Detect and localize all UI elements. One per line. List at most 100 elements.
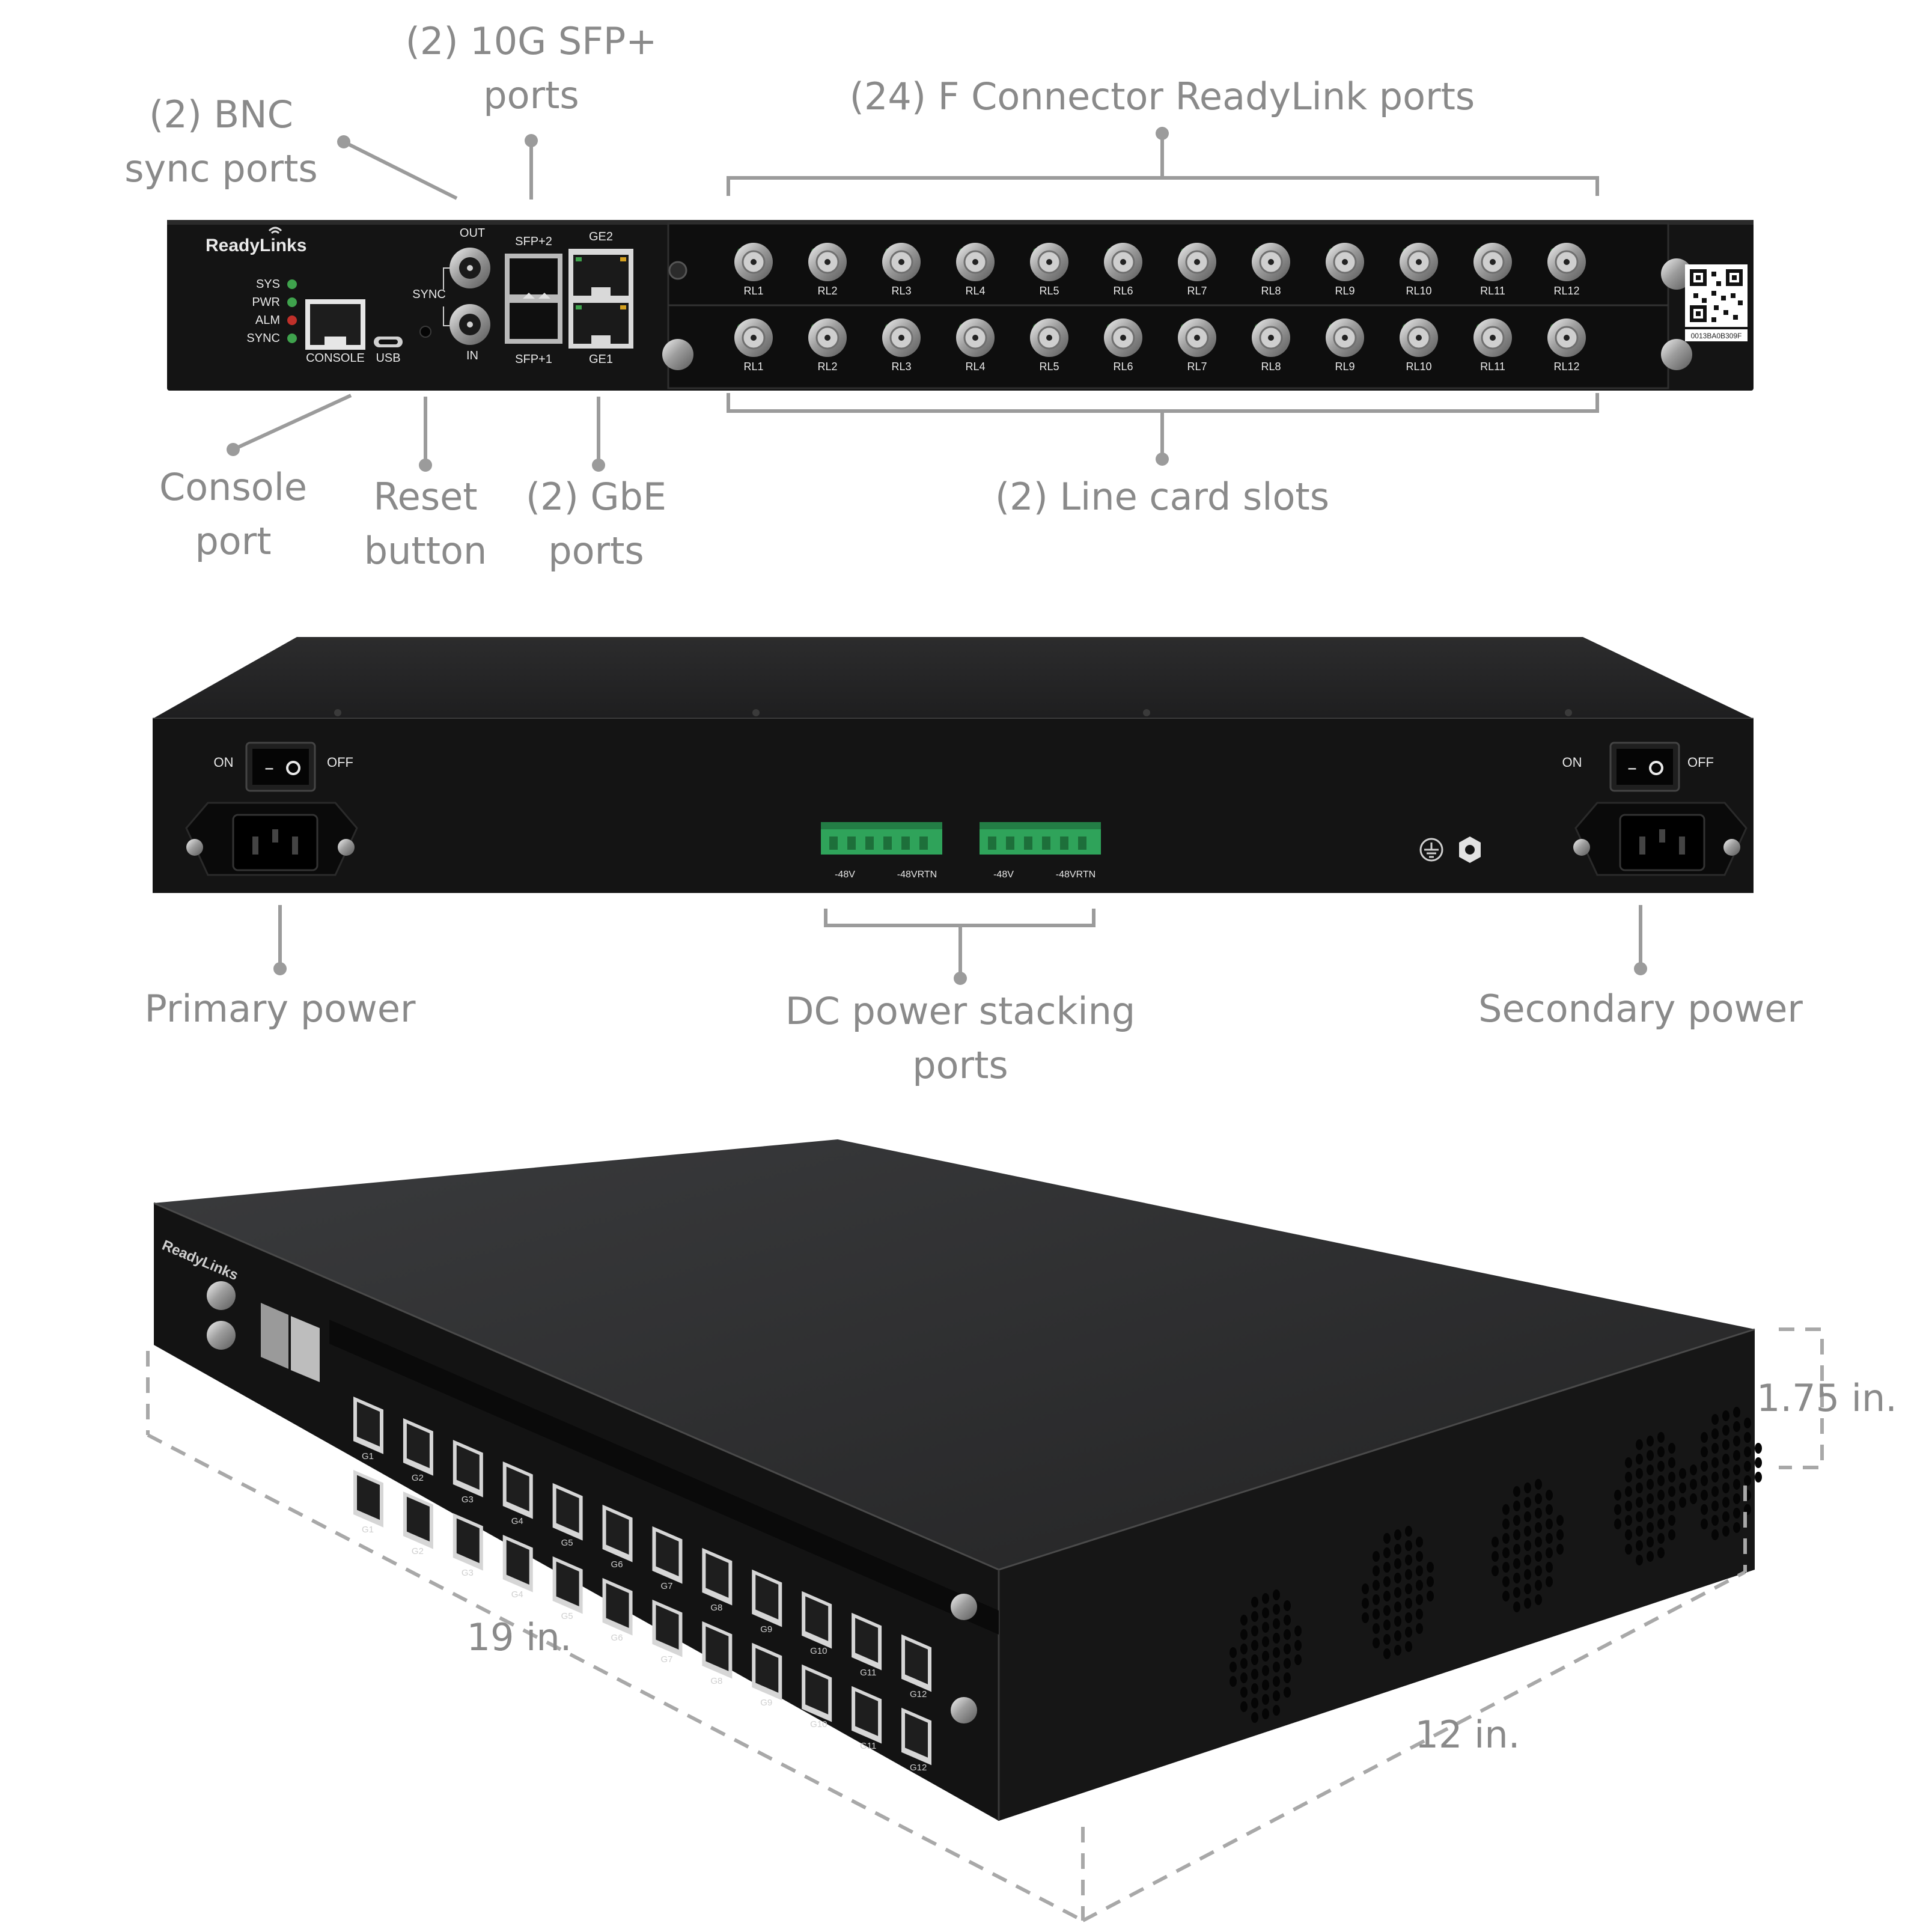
dc-terminals: -48V -48VRTN -48V -48VRTN [821,822,1101,880]
dc-stacking-callout-line2: ports [912,1043,1008,1087]
ge1-label: GE1 [589,353,613,366]
iso-port-label: G1 [362,1525,374,1535]
width-dimension: 19 in. [467,1615,572,1659]
iso-port-label: G5 [561,1538,573,1548]
rear-panel: ON – OFF -48V -48VRTN -48V -48VR [153,637,1754,893]
rl-port-label: RL12 [1553,361,1579,373]
line-card-callout: (2) Line card slots [995,475,1329,519]
rl-port-label: RL2 [817,285,837,297]
bnc-sync-callout-line1: (2) BNC [149,93,293,136]
rl-port-label: RL2 [817,361,837,373]
rl-port-label: RL6 [1113,285,1133,297]
rl-port-label: RL4 [965,361,985,373]
rl-port-label: RL1 [743,361,763,373]
iso-port-label: G11 [860,1741,876,1751]
rl-port-label: RL3 [891,285,911,297]
rl-port-label: RL5 [1039,285,1059,297]
sfp-ports: SFP+2 SFP+1 [505,235,562,366]
side-vents [1230,1407,1762,1723]
rl-port-label: RL8 [1261,361,1281,373]
secondary-power-callout: Secondary power [1478,987,1803,1031]
iso-port-label: G10 [810,1719,827,1729]
sync-label: SYNC [412,288,446,301]
iso-port-label: G11 [860,1668,876,1678]
led-label-sys: SYS [256,278,280,291]
rl-port-label: RL6 [1113,361,1133,373]
front-callouts: (2) BNC sync ports (2) 10G SFP+ ports (2… [124,19,1599,573]
iso-port-label: G6 [611,1559,623,1570]
front-panel: ReadyLinks SYS PWR ALM SYNC CONSOLE [167,220,1754,391]
rl-port-label: RL7 [1187,285,1207,297]
gbe-ports: GE2 GE1 [568,230,633,366]
iso-sfp-cage [261,1303,288,1369]
iso-gbe-jacks [291,1316,320,1382]
console-callout-line1: Console [159,465,307,509]
sync-led-icon [287,334,297,343]
iso-port-label: G1 [362,1451,374,1461]
height-dimension: 1.75 in. [1757,1376,1897,1420]
primary-on-label: ON [214,755,234,770]
thumb-screw-icon [1661,339,1692,370]
dc-label: -48VRTN [897,870,937,880]
usb-label: USB [376,352,400,365]
rl-port-label: RL5 [1039,361,1059,373]
status-leds: SYS PWR ALM SYNC [246,278,297,345]
usb-port: USB [374,337,403,365]
rl-port-label: RL1 [743,285,763,297]
iso-port-label: G2 [412,1546,424,1556]
iso-port-label: G3 [462,1568,474,1578]
ground-symbol-icon [1419,838,1443,862]
rl-port-label: RL4 [965,285,985,297]
iso-port-label: G2 [412,1473,424,1483]
brand-logo: ReadyLinks [206,236,306,255]
iso-port-label: G12 [910,1763,927,1773]
iso-port-label: G4 [511,1516,523,1526]
rl-port-label: RL3 [891,361,911,373]
sfp-callout-line1: (2) 10G SFP+ [406,19,657,63]
iso-bnc-icon [207,1281,236,1310]
rl-port-label: RL8 [1261,285,1281,297]
gbe-callout-line2: ports [548,529,644,573]
vent-grille [1614,1432,1686,1565]
serial-number: 0013BA0B309F [1691,332,1742,340]
isometric-view: ReadyLinks G1G2G3G4G5G6G7G8G9G10G11G12G1… [153,1139,1762,1821]
primary-power-callout: Primary power [145,987,416,1031]
sfp-callout-line2: ports [483,73,579,117]
svg-text:–: – [264,756,274,779]
primary-power-module: ON – OFF [185,742,358,876]
iso-port-label: G5 [561,1611,573,1621]
ground-terminal [1419,837,1481,863]
sys-led-icon [287,279,297,289]
iso-port-label: G3 [462,1495,474,1505]
dimensions: 1.75 in. 19 in. 12 in. [146,1327,1897,1922]
rl-port-label: RL7 [1187,361,1207,373]
iso-port-label: G9 [760,1624,772,1635]
vent-grille [1230,1589,1302,1723]
sfp1-label: SFP+1 [515,353,552,366]
iso-port-label: G6 [611,1633,623,1643]
rl-port-label: RL10 [1406,361,1431,373]
vent-grille [1362,1526,1434,1659]
dc-label: -48VRTN [1056,870,1096,880]
rl-port-label: RL10 [1406,285,1431,297]
rear-callouts: Primary power DC power stacking ports Se… [145,905,1803,1087]
chassis-top-face [154,1139,1755,1570]
thumb-screw-icon [951,1594,977,1620]
console-label: CONSOLE [306,352,365,365]
depth-dimension: 12 in. [1415,1713,1520,1757]
pwr-led-icon [287,297,297,307]
led-label-alm: ALM [255,314,280,327]
iso-port-label: G9 [760,1698,772,1708]
sync-out-label: OUT [460,227,485,240]
dc-label: -48V [993,870,1014,880]
vent-grille [1690,1407,1762,1540]
reset-callout-line2: button [364,529,487,573]
reset-callout-line1: Reset [373,475,477,519]
iso-port-label: G7 [660,1581,672,1591]
iso-rj45-ports: G1G2G3G4G5G6G7G8G9G10G11G12G1G2G3G4G5G6G… [353,1397,977,1773]
led-label-sync: SYNC [246,332,280,345]
sfp2-label: SFP+2 [515,235,552,248]
power-switch-icon [286,761,300,775]
